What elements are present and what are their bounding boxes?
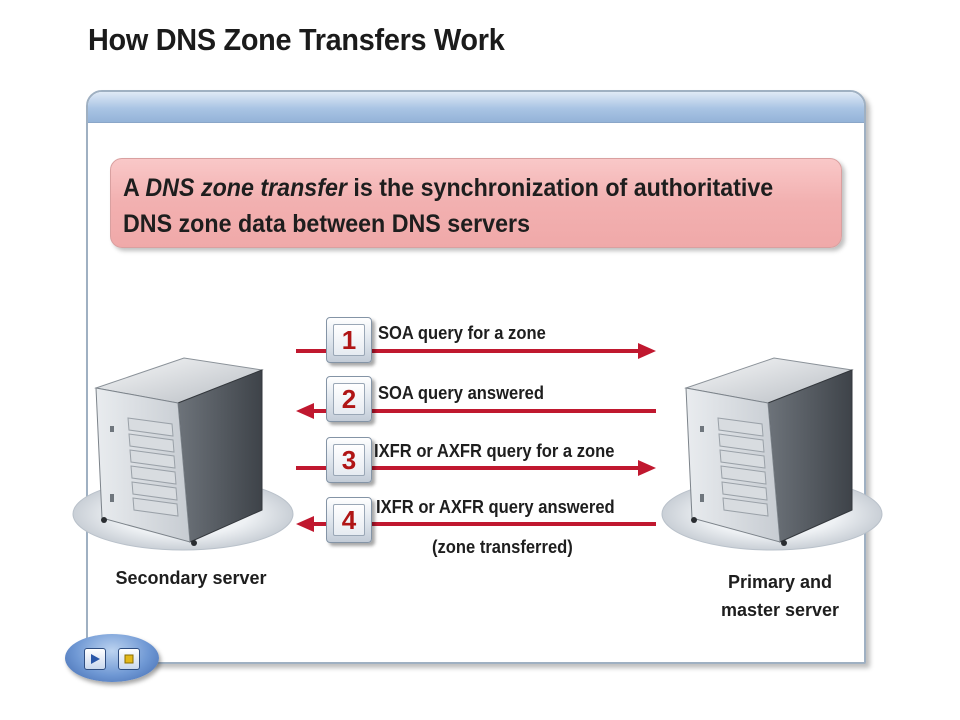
definition-prefix: A [123, 174, 146, 202]
slide-navigation [65, 634, 159, 682]
step-3-badge: 3 [326, 437, 372, 483]
play-icon [91, 654, 100, 664]
step-2-label: SOA query answered [378, 383, 544, 403]
primary-server-label-line1: Primary and [727, 572, 833, 592]
step-2-badge: 2 [326, 376, 372, 422]
secondary-server-label: Secondary server [115, 568, 267, 588]
step-4-badge: 4 [326, 497, 372, 543]
definition-rest: is the synchronization of authoritative … [123, 174, 774, 238]
slide-title: How DNS Zone Transfers Work [88, 22, 505, 57]
step-2-number: 2 [333, 383, 365, 415]
definition-box [110, 158, 842, 248]
step-3-label: IXFR or AXFR query for a zone [374, 441, 615, 461]
step-1-badge: 1 [326, 317, 372, 363]
step-1-number: 1 [333, 324, 365, 356]
stop-icon [124, 654, 134, 664]
step-4-sublabel: (zone transferred) [432, 537, 573, 557]
step-3-number: 3 [333, 444, 365, 476]
primary-server-label: Primary and master server [690, 568, 870, 624]
primary-server-label-line2: master server [720, 600, 840, 620]
secondary-server-icon [72, 357, 294, 551]
definition-text: A DNS zone transfer is the synchronizati… [123, 170, 783, 242]
panel-title-bar [88, 92, 864, 123]
step-1-label: SOA query for a zone [378, 323, 546, 343]
definition-term: DNS zone transfer [145, 174, 347, 202]
play-button[interactable] [84, 648, 106, 670]
primary-server-icon [661, 357, 883, 551]
step-4-number: 4 [333, 504, 365, 536]
stop-button[interactable] [118, 648, 140, 670]
step-4-label: IXFR or AXFR query answered [376, 497, 615, 517]
